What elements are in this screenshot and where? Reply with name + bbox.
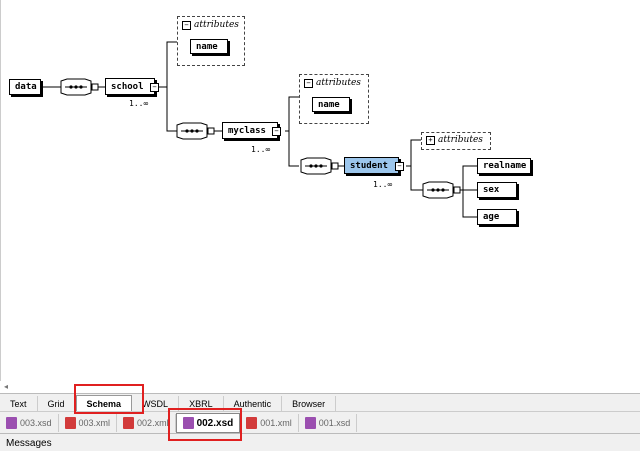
xsd-file-icon [304, 417, 316, 429]
file-tab-bar: 003.xsd 003.xml 002.xml 002.xsd 001.xml … [0, 411, 640, 434]
tab-xbrl[interactable]: XBRL [179, 396, 224, 412]
tab-browser[interactable]: Browser [282, 396, 337, 412]
attribute-name[interactable]: name [312, 97, 350, 112]
attribute-name[interactable]: name [190, 39, 228, 54]
file-tab-003-xml[interactable]: 003.xml [59, 414, 118, 432]
collapse-attributes-icon[interactable]: − [182, 20, 191, 30]
file-tab-003-xsd[interactable]: 003.xsd [0, 414, 59, 432]
element-age[interactable]: age [477, 209, 517, 225]
tab-text[interactable]: Text [0, 396, 38, 412]
element-realname[interactable]: realname [477, 158, 531, 174]
school-expand-toggle[interactable]: − [150, 83, 159, 92]
element-data[interactable]: data [9, 79, 41, 95]
student-attributes-box[interactable]: + attributes [421, 132, 491, 150]
messages-panel-header[interactable]: Messages [0, 433, 640, 451]
attributes-header[interactable]: − attributes [182, 20, 239, 30]
file-tab-001-xml[interactable]: 001.xml [240, 414, 299, 432]
xsd-file-icon [182, 417, 194, 429]
expand-attributes-icon[interactable]: + [426, 135, 435, 145]
xml-file-icon [123, 417, 135, 429]
myclass-cardinality: 1..∞ [251, 145, 271, 154]
xsd-file-icon [6, 417, 17, 429]
schema-diagram-canvas[interactable]: data school − 1..∞ − attributes name myc… [0, 0, 640, 381]
collapse-attributes-icon[interactable]: − [304, 78, 313, 88]
view-tab-bar: Text Grid Schema WSDL XBRL Authentic Bro… [0, 393, 640, 412]
element-myclass[interactable]: myclass [222, 122, 278, 139]
myclass-attributes-box: − attributes name [299, 74, 369, 124]
file-tab-002-xsd[interactable]: 002.xsd [175, 413, 241, 433]
xml-file-icon [246, 417, 258, 429]
scroll-left-icon[interactable]: ◂ [4, 382, 9, 391]
school-cardinality: 1..∞ [129, 99, 149, 108]
tab-grid[interactable]: Grid [38, 396, 76, 412]
school-attributes-box: − attributes name [177, 16, 245, 66]
student-expand-toggle[interactable]: − [395, 162, 404, 171]
attributes-header[interactable]: + attributes [426, 135, 483, 145]
file-tab-001-xsd[interactable]: 001.xsd [299, 414, 358, 432]
xml-file-icon [64, 417, 76, 429]
sequence-compositors [60, 78, 454, 199]
tab-authentic[interactable]: Authentic [224, 396, 283, 412]
element-student[interactable]: student [344, 157, 399, 174]
file-tab-002-xml[interactable]: 002.xml [117, 414, 176, 432]
tab-schema[interactable]: Schema [75, 395, 133, 412]
element-school[interactable]: school [105, 78, 155, 95]
attributes-header[interactable]: − attributes [304, 78, 361, 88]
myclass-expand-toggle[interactable]: − [272, 127, 281, 136]
student-cardinality: 1..∞ [373, 180, 393, 189]
tab-wsdl[interactable]: WSDL [132, 396, 180, 412]
compositor-expanders [91, 83, 461, 194]
schema-connectors [41, 41, 477, 218]
element-sex[interactable]: sex [477, 182, 517, 198]
